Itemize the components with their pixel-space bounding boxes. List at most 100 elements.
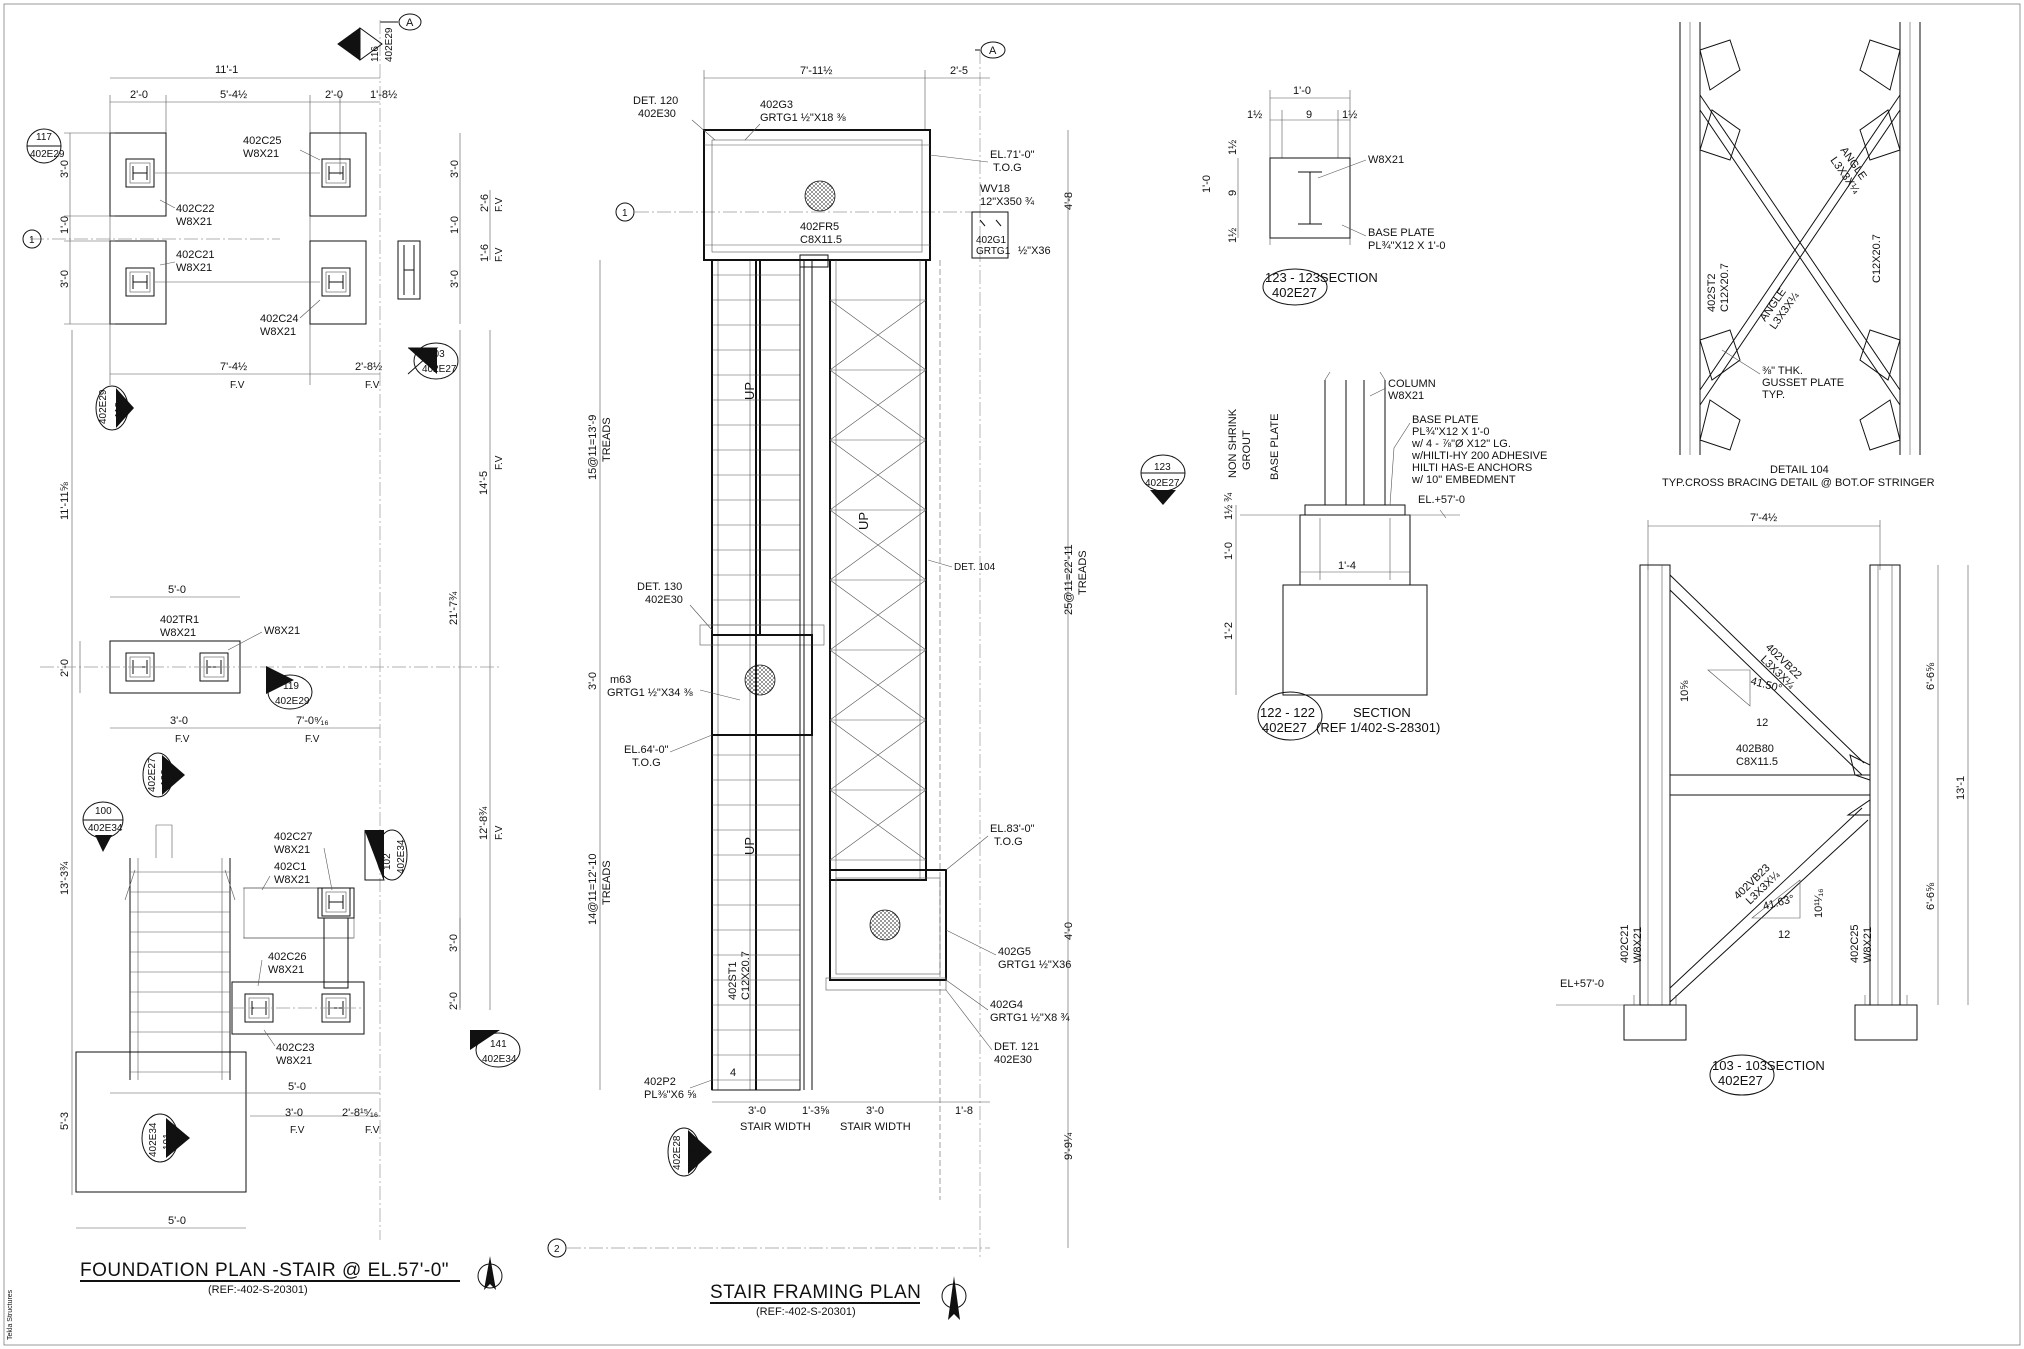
column-size: W8X21: [264, 625, 300, 637]
north-arrow-icon: [477, 1256, 503, 1290]
member-mark: 402G3: [760, 99, 793, 111]
slope-rise: 10¹¹⁄₁₆: [1813, 888, 1825, 918]
dim-label: 1'-0: [449, 216, 461, 234]
member-mark: 402G1: [976, 235, 1006, 246]
section-callout: 402E34 101: [141, 1113, 190, 1163]
slope-run: 12: [1778, 929, 1790, 941]
member-spec: GRTG1 ½"X34 ⅜: [607, 687, 693, 699]
dim-label: 12'-8¾: [478, 806, 490, 840]
column-mark: 402C25: [243, 135, 282, 147]
member-size: C12X20.7: [740, 951, 752, 1000]
gusset-label: GUSSET PLATE: [1762, 377, 1844, 389]
anchor-spec: w/HILTI-HY 200 ADHESIVE: [1411, 450, 1547, 462]
dim-label: 3'-0: [170, 715, 188, 727]
foundation-plan: 1 A 11'-1 2'-0 5'-4½ 2'-0 1'-8½ 3'-0 1'-…: [22, 13, 521, 1296]
dim-label: 1'-8: [955, 1105, 973, 1117]
sheet-border: [3, 3, 2021, 1346]
member-mark: 402FR5: [800, 221, 839, 233]
svg-text:122: 122: [160, 769, 171, 786]
elevation-tog: T.O.G: [994, 836, 1023, 848]
drawing-ref: (REF:-402-S-20301): [208, 1284, 308, 1296]
svg-text:402E34: 402E34: [148, 1122, 159, 1157]
dim-label: 1'-0: [59, 216, 71, 234]
drawing-title: STAIR FRAMING PLAN: [710, 1282, 921, 1303]
dim-label: 14@11=12'-10: [587, 854, 599, 925]
svg-text:101: 101: [162, 1133, 173, 1150]
member-size: W8X21: [1862, 927, 1874, 963]
detail-label: DET. 130: [637, 581, 682, 593]
grout-label: NON SHRINK: [1227, 408, 1239, 478]
dim-label: F.V: [494, 455, 505, 470]
member-spec: GRTG1 ½"X36: [998, 959, 1071, 971]
member-size: W8X21: [1368, 154, 1404, 166]
base-plate-spec: PL¾"X12 X 1'-0: [1412, 426, 1490, 438]
svg-text:402E34: 402E34: [482, 1054, 517, 1065]
grid-bubble-2: [547, 1238, 567, 1258]
dim-label: 13'-3¾: [59, 861, 71, 895]
grid-bubble-a: [980, 41, 1006, 59]
dim-label: F.V: [290, 1125, 305, 1136]
dim-label: 7'-0⁹⁄₁₆: [296, 715, 329, 727]
grid-bubble-a: [398, 13, 422, 31]
svg-text:103: 103: [428, 349, 445, 360]
grid-bubble-1: [615, 202, 635, 222]
svg-text:402E29: 402E29: [30, 149, 65, 160]
dim-label: 2'-0: [325, 89, 343, 101]
member-label: BASE PLATE: [1368, 227, 1434, 239]
member-size: W8X21: [1388, 390, 1424, 402]
member-size: W8X21: [1632, 927, 1644, 963]
detail-sheet: 402E30: [994, 1054, 1032, 1066]
dim-label: F.V: [494, 247, 505, 262]
section-callout: 102 402E34: [364, 829, 408, 881]
base-plate-label: BASE PLATE: [1412, 414, 1478, 426]
base-plate-label: BASE PLATE: [1269, 414, 1281, 480]
svg-text:402E27: 402E27: [422, 364, 457, 375]
section-callout: 119 402E29: [266, 666, 313, 710]
member-size: C12X20.7: [1719, 263, 1731, 312]
grid-label: 1: [622, 208, 628, 219]
svg-text:118: 118: [114, 402, 125, 418]
dim-label: 9: [1227, 190, 1239, 196]
svg-text:102: 102: [382, 853, 393, 870]
section-122: 123 402E27 ¾ 1½ 1'-0 1'-2 1'-4 NON SHRIN…: [1140, 371, 1547, 741]
elevation-label: EL.71'-0": [990, 149, 1035, 161]
dim-label: 1'-6: [479, 244, 491, 262]
svg-text:402E34: 402E34: [396, 839, 407, 874]
svg-text:402E29: 402E29: [275, 696, 310, 707]
section-title: 103 - 103SECTION: [1712, 1058, 1825, 1073]
member-spec: ½"X36: [1018, 245, 1051, 257]
gusset-label: ⅜" THK.: [1762, 365, 1803, 377]
dim-label: 1½: [1247, 109, 1262, 121]
section-callout: 402E29 118: [95, 385, 134, 431]
detail-104: 402ST2 C12X20.7 C12X20.7 ANGLE L3X3X¼ AN…: [1662, 22, 1935, 489]
dim-label: F.V: [365, 380, 380, 391]
column-size: W8X21: [276, 1055, 312, 1067]
dim-label: F.V: [494, 197, 505, 212]
svg-text:402E34: 402E34: [88, 823, 123, 834]
dim-label: F.V: [305, 734, 320, 745]
detail-subtitle: TYP.CROSS BRACING DETAIL @ BOT.OF STRING…: [1662, 477, 1935, 489]
svg-text:402E29: 402E29: [384, 27, 395, 62]
dim-label: 7'-11½: [800, 65, 832, 77]
grid-label: A: [989, 45, 997, 57]
dim-label: 3'-0: [449, 270, 461, 288]
member-mark: 402P2: [644, 1076, 676, 1088]
dim-label: F.V: [230, 380, 245, 391]
svg-text:402E29: 402E29: [98, 389, 109, 424]
elevation-label: EL.64'-0": [624, 744, 669, 756]
dim-label: 11'-1: [215, 64, 238, 76]
svg-text:141: 141: [490, 1039, 507, 1050]
dim-label: 1'-3⅝: [802, 1105, 830, 1117]
member-spec: PL⅜"X6 ⅝: [644, 1089, 697, 1101]
drawing-title: FOUNDATION PLAN -STAIR @ EL.57'-0": [80, 1260, 449, 1281]
slope-run: 12: [1756, 717, 1768, 729]
dim-label: 1'-0: [1223, 542, 1235, 560]
section-sheet: 402E27: [1718, 1073, 1763, 1088]
dim-label: 11'-11⅝: [59, 481, 71, 520]
dim-label: 3'-0: [59, 160, 71, 178]
column-mark: 402C21: [176, 249, 215, 261]
grid-bubble-1: [22, 229, 42, 249]
anchor-spec: HILTI HAS-E ANCHORS: [1412, 462, 1532, 474]
dim-label: 1½: [1223, 505, 1235, 520]
column-size: W8X21: [274, 844, 310, 856]
